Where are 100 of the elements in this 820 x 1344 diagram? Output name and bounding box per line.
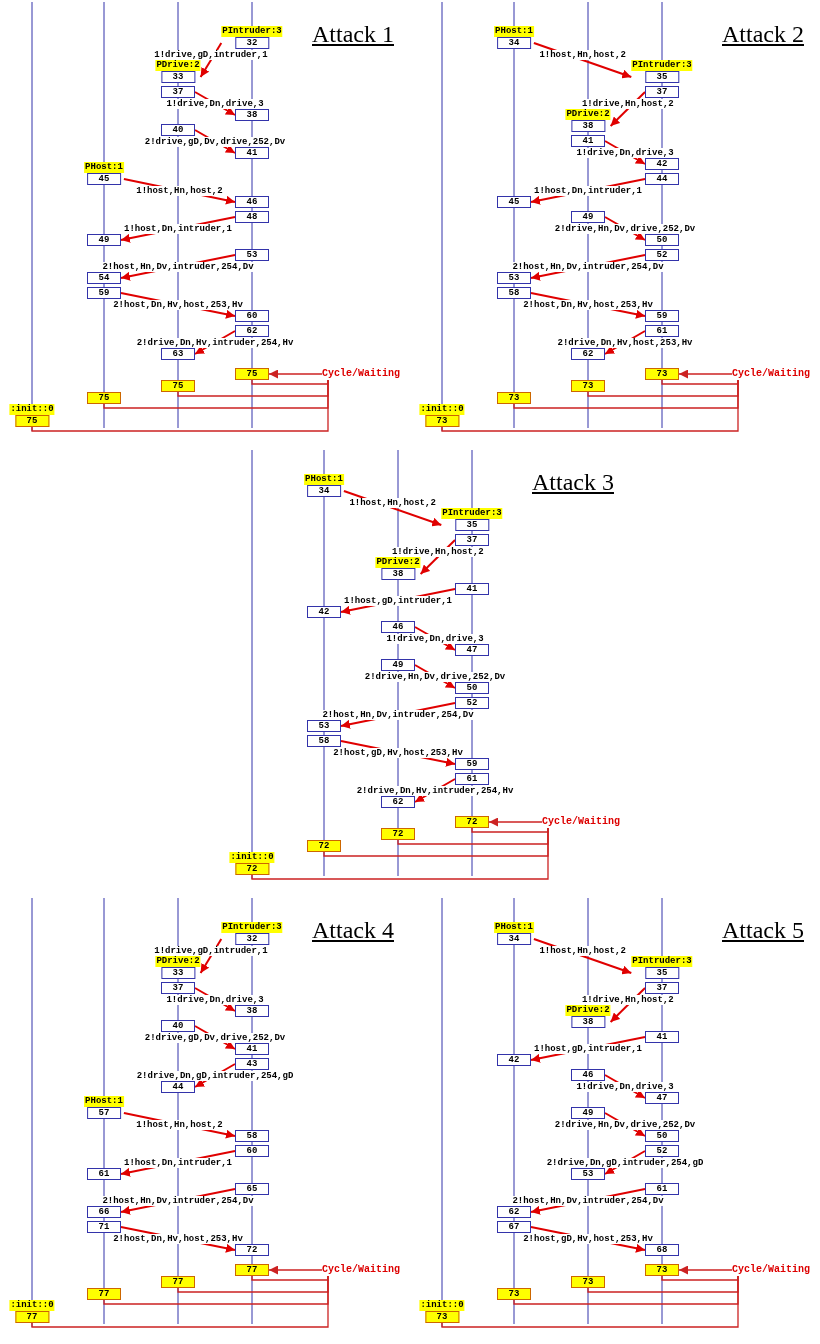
step-box: 61 [455,773,489,785]
message-label: 2!drive,Hn,Dv,drive,252,Dv [363,671,507,682]
message-label: 1!host,gD,intruder,1 [533,1043,643,1054]
message-label: 2!host,Dn,Hv,host,253,Hv [112,299,244,310]
step-box: 32 [235,37,269,49]
message-label: 2!host,Dn,Hv,host,253,Hv [522,299,654,310]
step-box: 45 [87,173,121,185]
cycle-arrow [678,369,733,379]
step-box: 42 [307,606,341,618]
message-label: 1!host,Hn,host,2 [135,185,224,196]
step-box: 54 [87,272,121,284]
step-box: 52 [455,697,489,709]
message-label: 2!host,Dn,Hv,host,253,Hv [112,1233,244,1244]
cycle-line [441,379,739,432]
message-label: 1!host,Hn,host,2 [538,945,627,956]
state-box: 75 [87,392,121,404]
step-box: 57 [87,1107,121,1119]
step-box: 47 [455,644,489,656]
process-label: :init::0 [419,1300,465,1311]
step-box: 65 [235,1183,269,1195]
step-box: 35 [645,967,679,979]
message-label: 1!host,Dn,intruder,1 [533,185,643,196]
process-label: :init::0 [229,852,275,863]
message-label: 2!host,Hn,Dv,intruder,254,Dv [321,709,475,720]
cycle-arrow [268,369,323,379]
step-box: 62 [497,1206,531,1218]
message-label: 1!drive,gD,intruder,1 [153,945,269,956]
step-box: 71 [87,1221,121,1233]
step-box: 58 [497,287,531,299]
state-box: 73 [571,380,605,392]
process-label: :init::0 [419,404,465,415]
step-box: 42 [497,1054,531,1066]
step-box: 44 [645,173,679,185]
step-box: 62 [381,796,415,808]
message-label: 1!drive,Hn,host,2 [580,994,675,1005]
step-box: 38 [381,568,415,580]
panel-title: Attack 1 [312,20,394,48]
step-box: 62 [571,348,605,360]
process-label: PHost:1 [494,26,534,37]
state-box: 73 [645,1264,679,1276]
message-label: 2!host,gD,Hv,host,253,Hv [332,747,464,758]
cycle-line [251,379,329,385]
state-box: 77 [15,1311,49,1323]
panel-title: Attack 5 [722,916,804,944]
step-box: 38 [235,1005,269,1017]
message-label: 2!drive,Hn,Dv,drive,252,Dv [553,223,697,234]
state-box: 73 [497,1288,531,1300]
step-box: 46 [235,196,269,208]
step-box: 41 [235,147,269,159]
state-box: 72 [235,863,269,875]
step-box: 49 [571,211,605,223]
step-box: 35 [455,519,489,531]
cycle-label: Cycle/Waiting [322,368,400,380]
step-box: 34 [497,37,531,49]
step-box: 43 [235,1058,269,1070]
step-box: 37 [645,86,679,98]
panel-title: Attack 4 [312,916,394,944]
step-box: 37 [161,982,195,994]
message-label: 1!drive,Dn,drive,3 [165,98,265,109]
state-box: 75 [161,380,195,392]
cycle-line [251,1275,329,1281]
step-box: 38 [235,109,269,121]
message-label: 2!drive,Dn,Hv,intruder,254,Hv [135,337,295,348]
process-label: PDrive:2 [565,109,611,120]
step-box: 42 [645,158,679,170]
step-box: 41 [571,135,605,147]
step-box: 59 [645,310,679,322]
process-label: PHost:1 [84,162,124,173]
cycle-line [31,1275,329,1328]
step-box: 38 [571,1016,605,1028]
message-label: 1!drive,Dn,drive,3 [575,147,675,158]
cycle-label: Cycle/Waiting [322,1264,400,1276]
cycle-label: Cycle/Waiting [732,368,810,380]
step-box: 37 [455,534,489,546]
step-box: 34 [307,485,341,497]
cycle-line [661,1275,739,1281]
step-box: 61 [645,1183,679,1195]
step-box: 41 [235,1043,269,1055]
step-box: 50 [455,682,489,694]
state-box: 75 [235,368,269,380]
message-arrow [199,938,223,974]
process-label: PHost:1 [304,474,344,485]
step-box: 32 [235,933,269,945]
process-label: PHost:1 [494,922,534,933]
step-box: 72 [235,1244,269,1256]
state-box: 73 [645,368,679,380]
step-box: 53 [235,249,269,261]
process-label: PIntruder:3 [221,26,283,37]
state-box: 73 [571,1276,605,1288]
process-label: :init::0 [9,404,55,415]
step-box: 37 [645,982,679,994]
state-box: 73 [497,392,531,404]
message-label: 1!host,Hn,host,2 [135,1119,224,1130]
process-label: PIntruder:3 [631,956,693,967]
step-box: 48 [235,211,269,223]
message-label: 2!drive,Dn,Hv,host,253,Hv [556,337,694,348]
message-label: 2!host,Hn,Dv,intruder,254,Dv [511,261,665,272]
step-box: 35 [645,71,679,83]
message-label: 1!host,Dn,intruder,1 [123,223,233,234]
step-box: 50 [645,234,679,246]
